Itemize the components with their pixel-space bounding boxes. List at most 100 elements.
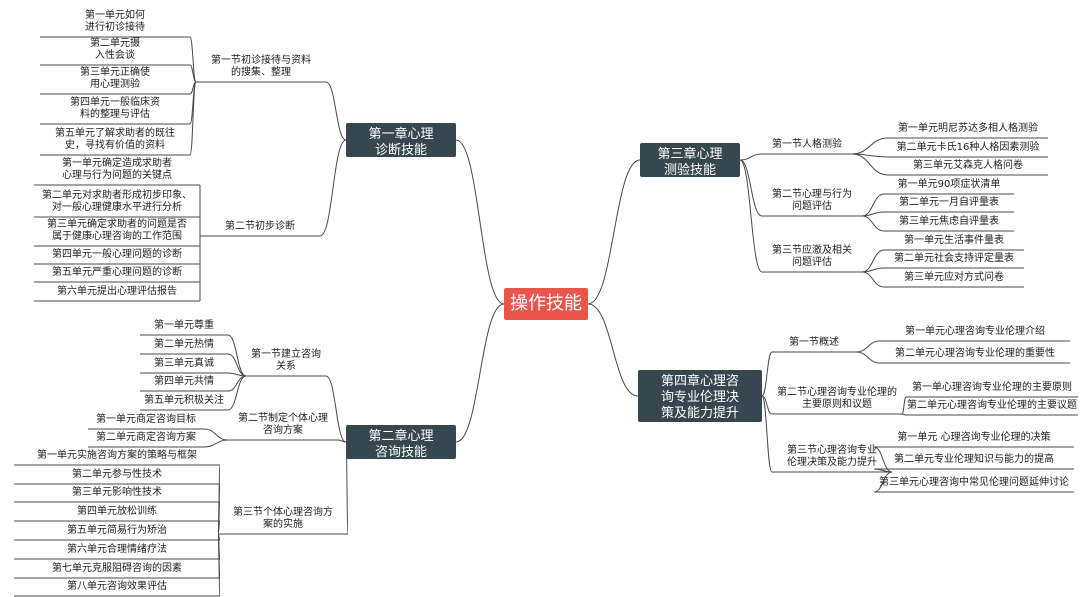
section-node[interactable]: 第二节心理咨询专业伦理的主要原则和议题 bbox=[772, 387, 902, 411]
text-line: 第二章心理 bbox=[368, 429, 434, 444]
section-to-unit-line bbox=[217, 533, 221, 597]
text-line: 测验技能 bbox=[663, 163, 716, 178]
text-line: 第一节人格测验 bbox=[772, 139, 842, 150]
unit-item[interactable]: 第五单元严重心理问题的诊断 bbox=[34, 267, 200, 279]
unit-item[interactable]: 第一单心理咨询专业伦理的主要原则 bbox=[906, 382, 1078, 394]
unit-item[interactable]: 第四单元共情 bbox=[140, 376, 228, 388]
unit-item[interactable]: 第二单元专业伦理知识与能力的提高 bbox=[874, 454, 1074, 466]
unit-item[interactable]: 第一单元商定咨询目标 bbox=[88, 414, 204, 426]
unit-item[interactable]: 第一单元心理咨询专业伦理介绍 bbox=[880, 326, 1070, 338]
unit-item[interactable]: 第三单元心理咨询中常见伦理问题延伸讨论 bbox=[874, 477, 1074, 489]
unit-item[interactable]: 第四单元放松训练 bbox=[14, 506, 220, 518]
text-line: 第二单元参与性技术 bbox=[72, 469, 162, 480]
section-to-unit-line bbox=[873, 446, 893, 473]
unit-item[interactable]: 第二单元摄入性会谈 bbox=[40, 38, 190, 62]
unit-item[interactable]: 第三单元影响性技术 bbox=[14, 487, 220, 499]
text-line: 第二单元社会支持评定量表 bbox=[894, 253, 1014, 264]
unit-item[interactable]: 第一单元尊重 bbox=[140, 320, 228, 332]
section-to-unit-line bbox=[901, 396, 907, 415]
text-line: 第一单元 心理咨询专业伦理的决策 bbox=[897, 432, 1051, 443]
unit-item[interactable]: 第三单元真诚 bbox=[140, 358, 228, 370]
text-line: 关系 bbox=[276, 361, 296, 372]
section-node[interactable]: 第一节概述 bbox=[772, 337, 856, 349]
unit-item[interactable]: 第二单元参与性技术 bbox=[14, 469, 220, 481]
unit-item[interactable]: 第五单元了解求助者的既往史，寻找有价值的资料 bbox=[40, 128, 190, 152]
chapter-node-4[interactable]: 第四章心理咨询专业伦理决策及能力提升 bbox=[638, 370, 762, 422]
unit-item[interactable]: 第二单元热情 bbox=[140, 339, 228, 351]
unit-item[interactable]: 第八单元咨询效果评估 bbox=[14, 581, 220, 593]
chapter-to-section-line bbox=[319, 139, 347, 237]
text-line: 第三节应激及相关 bbox=[772, 245, 852, 256]
chapter-node-1[interactable]: 第一章心理诊断技能 bbox=[346, 123, 456, 158]
text-line: 料的整理与评估 bbox=[80, 109, 150, 120]
unit-item[interactable]: 第三单元焦虑自评量表 bbox=[884, 216, 1014, 228]
unit-item[interactable]: 第七单元克服阻碍咨询的因素 bbox=[14, 563, 220, 575]
text-line: 的搜集、整理 bbox=[231, 67, 291, 78]
section-node[interactable]: 第三节个体心理咨询方案的实施 bbox=[218, 507, 348, 531]
unit-item[interactable]: 第二单元对求助者形成初步印象、对一般心理健康水平进行分析 bbox=[34, 190, 200, 214]
text-line: 第五单元积极关注 bbox=[144, 395, 224, 406]
text-line: 史，寻找有价值的资料 bbox=[65, 140, 165, 151]
unit-item[interactable]: 第二单元心理咨询专业伦理的重要性 bbox=[880, 348, 1070, 360]
section-to-unit-line bbox=[901, 413, 907, 416]
unit-item[interactable]: 第一单元实施咨询方案的策略与框架 bbox=[14, 450, 220, 462]
section-node[interactable]: 第一节建立咨询关系 bbox=[246, 349, 326, 373]
unit-item[interactable]: 第五单元简易行为矫治 bbox=[14, 525, 220, 537]
section-node[interactable]: 第三节心理咨询专业伦理决策及能力提升 bbox=[772, 445, 892, 469]
text-line: 第三节个体心理咨询方 bbox=[233, 507, 333, 518]
text-line: 第五单元了解求助者的既往 bbox=[55, 128, 175, 139]
unit-item[interactable]: 第三单元确定求助者的问题是否属于健康心理咨询的工作范围 bbox=[34, 219, 200, 243]
section-to-unit-line bbox=[861, 215, 885, 232]
section-node[interactable]: 第二节初步诊断 bbox=[200, 221, 320, 233]
unit-item[interactable]: 第五单元积极关注 bbox=[140, 395, 228, 407]
unit-item[interactable]: 第一单元90项症状清单 bbox=[884, 179, 1014, 191]
text-line: 第二节初步诊断 bbox=[225, 221, 295, 232]
unit-item[interactable]: 第三单元艾森克人格问卷 bbox=[888, 160, 1048, 172]
unit-item[interactable]: 第一单元确定造成求助者心理与行为问题的关键点 bbox=[34, 158, 200, 182]
unit-item[interactable]: 第四单元一般心理问题的诊断 bbox=[34, 249, 200, 261]
text-line: 第五单元简易行为矫治 bbox=[67, 525, 167, 536]
section-node[interactable]: 第一节初诊接待与资料的搜集、整理 bbox=[196, 55, 326, 79]
text-line: 入性会谈 bbox=[95, 50, 135, 61]
text-line: 第三单元影响性技术 bbox=[72, 487, 162, 498]
unit-item[interactable]: 第二单元商定咨询方案 bbox=[88, 432, 204, 444]
text-line: 第三单元正确使 bbox=[80, 67, 150, 78]
text-line: 第四单元一般心理问题的诊断 bbox=[52, 249, 182, 260]
unit-item[interactable]: 第一单元 心理咨询专业伦理的决策 bbox=[874, 432, 1074, 444]
section-node[interactable]: 第一节人格测验 bbox=[762, 139, 852, 151]
unit-item[interactable]: 第三单元正确使用心理测验 bbox=[40, 67, 190, 91]
text-line: 第一单元心理咨询专业伦理介绍 bbox=[905, 326, 1045, 337]
text-line: 进行初诊接待 bbox=[85, 22, 145, 33]
chapter-node-2[interactable]: 第二章心理咨询技能 bbox=[346, 425, 456, 460]
unit-item[interactable]: 第一单元如何进行初诊接待 bbox=[40, 10, 190, 34]
unit-item[interactable]: 第一单元明尼苏达多相人格测验 bbox=[888, 123, 1048, 135]
chapter-node-3[interactable]: 第三章心理测验技能 bbox=[640, 143, 740, 178]
unit-item[interactable]: 第一单元生活事件量表 bbox=[884, 235, 1024, 247]
root-to-chapter-line bbox=[587, 303, 639, 397]
text-line: 第三单元焦虑自评量表 bbox=[899, 216, 999, 227]
unit-item[interactable]: 第二单元心理咨询专业伦理的主要议题 bbox=[906, 400, 1078, 412]
text-line: 主要原则和议题 bbox=[802, 399, 872, 410]
unit-item[interactable]: 第二单元社会支持评定量表 bbox=[884, 253, 1024, 265]
text-line: 案的实施 bbox=[263, 519, 303, 530]
unit-item[interactable]: 第二单元一月自评量表 bbox=[884, 197, 1014, 209]
section-to-unit-line bbox=[855, 351, 881, 364]
unit-item[interactable]: 第二单元卡氏16种人格因素测验 bbox=[888, 142, 1048, 154]
root-node[interactable]: 操作技能 bbox=[504, 288, 588, 320]
unit-item[interactable]: 第三单元应对方式问卷 bbox=[884, 272, 1024, 284]
unit-item[interactable]: 第六单元合理情绪疗法 bbox=[14, 544, 220, 556]
section-to-unit-line bbox=[861, 267, 885, 273]
text-line: 第五单元严重心理问题的诊断 bbox=[52, 267, 182, 278]
text-line: 第一单元生活事件量表 bbox=[904, 235, 1004, 246]
text-line: 第一单元如何 bbox=[85, 10, 145, 21]
unit-item[interactable]: 第六单元提出心理评估报告 bbox=[34, 286, 200, 298]
text-line: 第一单元商定咨询目标 bbox=[96, 414, 196, 425]
section-node[interactable]: 第三节应激及相关问题评估 bbox=[762, 245, 862, 269]
chapter-to-section-line bbox=[761, 395, 773, 473]
section-node[interactable]: 第二节制定个体心理咨询方案 bbox=[228, 413, 338, 437]
unit-item[interactable]: 第四单元一般临床资料的整理与评估 bbox=[40, 97, 190, 121]
section-to-unit-line bbox=[203, 439, 229, 448]
section-node[interactable]: 第二节心理与行为问题评估 bbox=[762, 189, 862, 213]
text-line: 属于健康心理咨询的工作范围 bbox=[52, 231, 182, 242]
